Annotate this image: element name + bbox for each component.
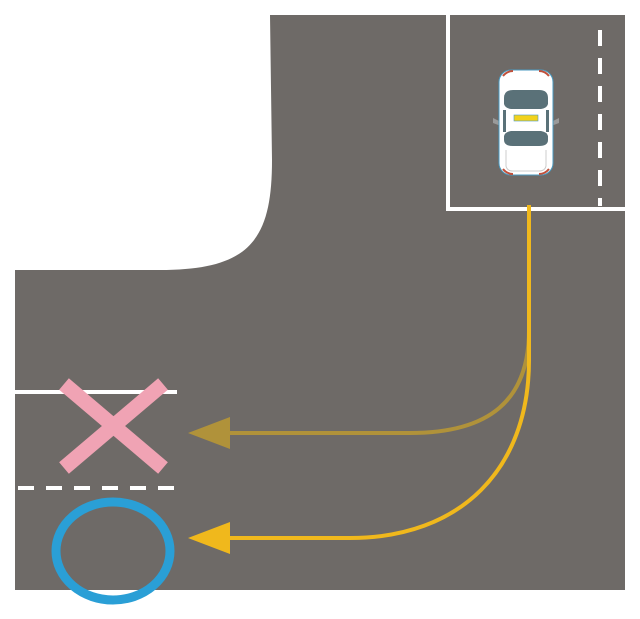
- wrong-route-arrowhead: [188, 417, 230, 449]
- correct-route-arrow: [225, 205, 531, 540]
- correct-route-arrowhead: [188, 522, 230, 554]
- car-icon: [493, 69, 559, 176]
- wrong-x-mark: [59, 378, 168, 474]
- correct-circle-mark: [51, 497, 175, 605]
- road-surface: [15, 15, 625, 590]
- stop-box-line: [446, 15, 625, 211]
